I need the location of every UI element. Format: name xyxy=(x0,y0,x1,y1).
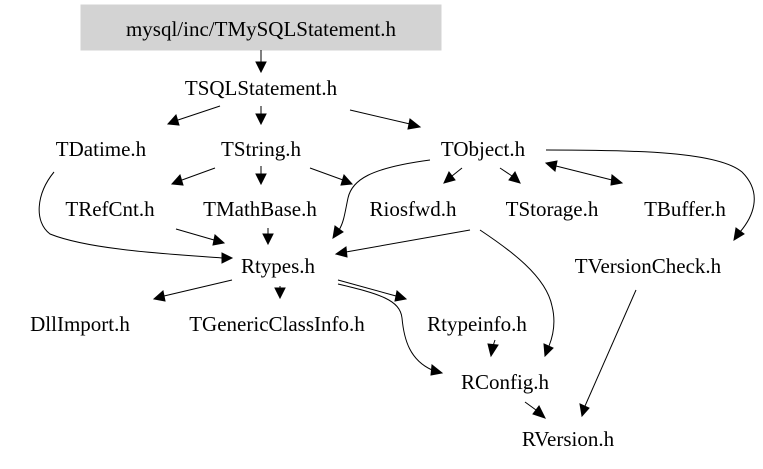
node-root: mysql/inc/TMySQLStatement.h xyxy=(126,17,397,41)
arrowhead xyxy=(262,233,274,246)
arrowhead xyxy=(394,290,408,302)
arrowhead xyxy=(170,173,184,186)
edge-tsqlstatement-tdatime xyxy=(177,105,221,121)
arrowhead xyxy=(610,174,624,186)
edge-tstring-riosfwd xyxy=(309,167,344,181)
edge-tobject-tbuffer xyxy=(555,165,613,181)
arrowhead xyxy=(212,234,226,246)
arrowhead xyxy=(532,405,546,419)
arrowhead xyxy=(274,287,286,300)
edge-tstring-trefcnt xyxy=(181,167,216,181)
node-tsqlstatement: TSQLStatement.h xyxy=(185,76,338,100)
arrowhead xyxy=(166,113,180,126)
edges xyxy=(38,50,755,419)
root-node-box xyxy=(80,4,442,51)
arrowhead xyxy=(221,252,234,264)
nodes: mysql/inc/TMySQLStatement.h TSQLStatemen… xyxy=(30,17,726,451)
arrowhead xyxy=(579,403,590,418)
arrowhead xyxy=(255,173,267,186)
arrowhead xyxy=(430,364,444,376)
node-tbuffer: TBuffer.h xyxy=(644,197,726,221)
arrowhead xyxy=(340,173,354,186)
node-tversioncheck: TVersionCheck.h xyxy=(575,254,722,278)
edge-rtypes-rtypeinfo xyxy=(337,279,397,297)
node-tobject: TObject.h xyxy=(441,137,526,161)
node-trefcnt: TRefCnt.h xyxy=(65,197,155,221)
arrowhead xyxy=(487,343,499,358)
node-riosfwd: Riosfwd.h xyxy=(370,197,457,221)
arrowhead xyxy=(544,160,558,172)
arrowhead xyxy=(255,61,267,74)
arrowhead xyxy=(508,171,521,184)
edge-trefcnt-rtypes xyxy=(175,228,215,241)
edge-rtypes-rconfig xyxy=(337,283,433,371)
edge-tversioncheck-rversion xyxy=(584,289,637,407)
arrowhead xyxy=(152,290,166,302)
edge-rtypes-dllimport xyxy=(163,279,233,297)
node-tdatime: TDatime.h xyxy=(56,137,147,161)
arrowhead xyxy=(543,343,554,358)
arrowhead xyxy=(255,113,267,126)
node-tstring: TString.h xyxy=(221,137,301,161)
node-tmathbase: TMathBase.h xyxy=(203,197,317,221)
edge-rconfig-rversion xyxy=(524,401,537,411)
node-rconfig: RConfig.h xyxy=(461,370,550,394)
edge-tobject-rtypes xyxy=(338,159,431,231)
edge-tsqlstatement-tobject xyxy=(349,109,411,125)
arrowhead xyxy=(334,246,348,258)
arrowhead xyxy=(733,227,745,241)
node-tstorage: TStorage.h xyxy=(506,197,599,221)
edge-tobject-tstorage xyxy=(499,167,513,177)
arrowhead xyxy=(407,118,422,130)
node-rtypeinfo: Rtypeinfo.h xyxy=(427,312,527,336)
node-rversion: RVersion.h xyxy=(522,427,615,451)
node-dllimport: DllImport.h xyxy=(30,312,130,336)
arrowhead xyxy=(332,225,344,239)
edge-tobject-riosfwd xyxy=(451,167,463,177)
node-rtypes: Rtypes.h xyxy=(241,254,316,278)
arrowhead xyxy=(443,171,456,184)
edge-tdatime-rtypes xyxy=(38,171,223,259)
node-tgenericclassinfo: TGenericClassInfo.h xyxy=(189,312,365,336)
edge-tstorage-rtypes xyxy=(345,229,471,253)
edge-tstorage-rconfig xyxy=(479,229,555,347)
edge-tobject-tversioncheck xyxy=(545,149,755,233)
